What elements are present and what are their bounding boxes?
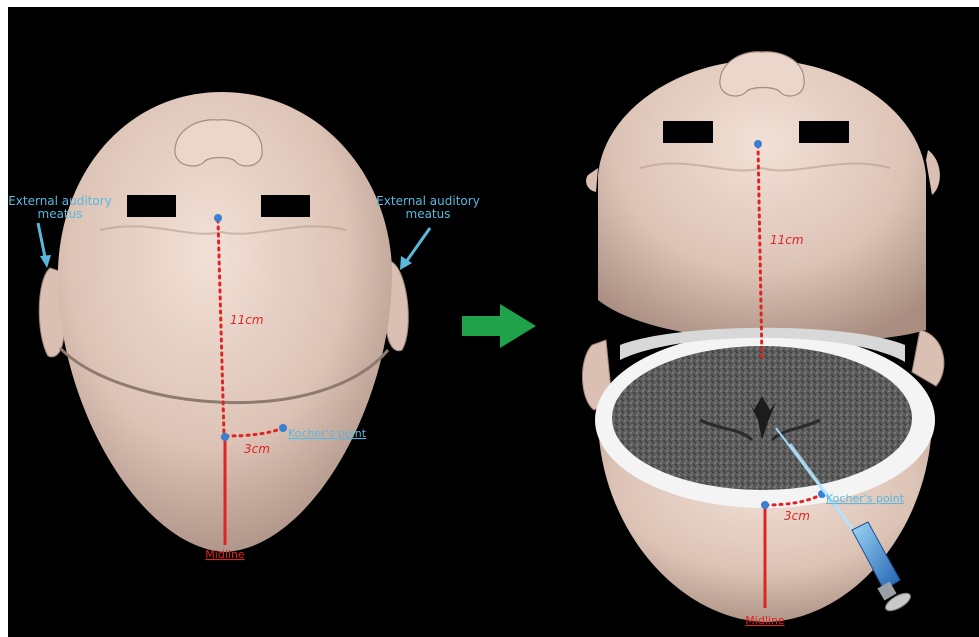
left-midline-point [221, 433, 229, 441]
left-eye-bar-1 [127, 195, 176, 217]
ear-label-line-1: External auditory [376, 194, 480, 208]
right-kocher-label: Kocher's point [826, 492, 905, 505]
ear-label-line-1: External auditory [8, 194, 112, 208]
right-ear-left-top [586, 168, 598, 192]
left-ear-label-right: External auditory meatus [376, 194, 480, 270]
right-measure-3cm-label: 3cm [784, 509, 810, 523]
image-frame: External auditory meatus External audito… [8, 7, 979, 637]
right-ear-right-lower [912, 330, 944, 386]
right-eye-bar-2 [799, 121, 849, 143]
kocher-point-illustration: External auditory meatus External audito… [8, 7, 979, 637]
right-head [582, 52, 943, 622]
right-ear-right-top [926, 150, 940, 195]
ear-label-line-2: meatus [38, 207, 83, 221]
left-measure-3cm-label: 3cm [244, 442, 270, 456]
left-kocher-label: Kocher's point [288, 427, 367, 440]
right-midline-label: Midline [745, 614, 785, 627]
left-eye-bar-2 [261, 195, 310, 217]
left-nasion-point [214, 214, 222, 222]
right-measure-11cm-label: 11cm [770, 233, 804, 247]
ear-label-line-2: meatus [406, 207, 451, 221]
right-nasion-point [754, 140, 762, 148]
left-measure-11cm-label: 11cm [230, 313, 264, 327]
right-eye-bar-1 [663, 121, 713, 143]
transition-arrow [462, 304, 536, 348]
left-midline-label: Midline [205, 548, 245, 561]
right-midline-point [761, 501, 769, 509]
left-kocher-point [279, 424, 287, 432]
